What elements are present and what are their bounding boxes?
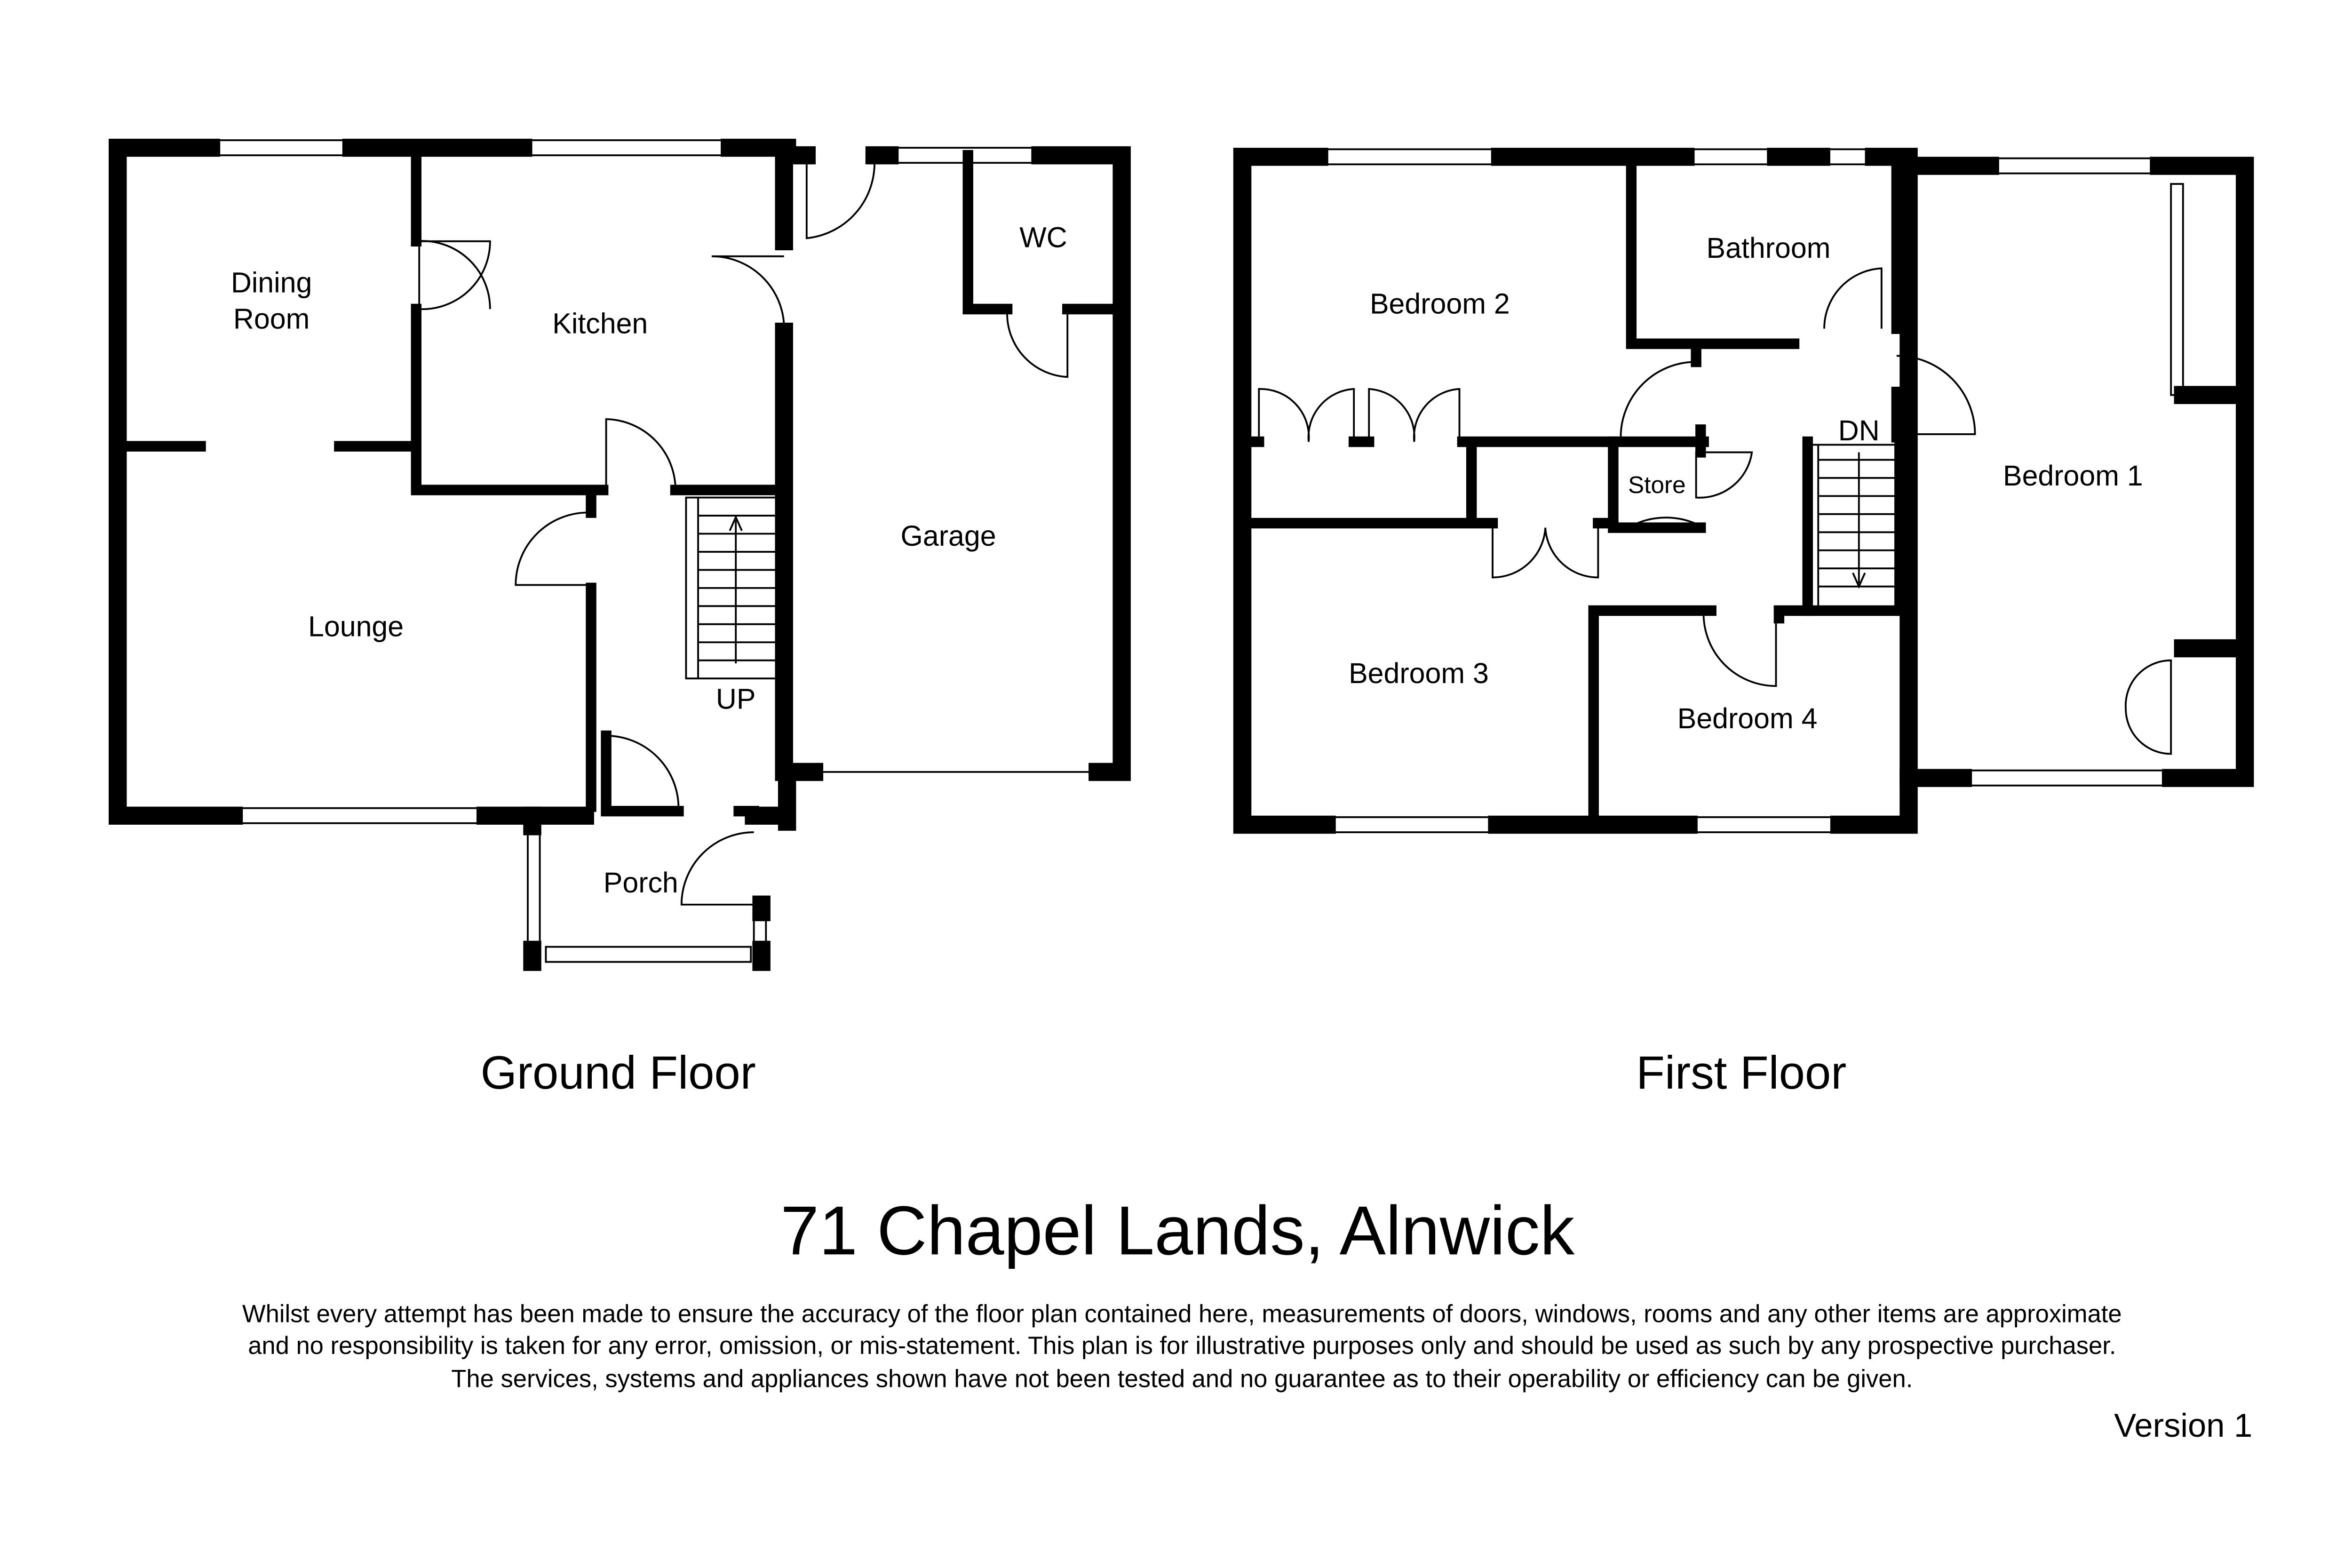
room-label-garage: Garage — [901, 520, 996, 552]
door — [605, 418, 676, 490]
room-label-bedroom-1: Bedroom 1 — [2003, 460, 2143, 492]
door — [515, 511, 591, 586]
room-label-porch: Porch — [604, 867, 678, 899]
window — [1685, 148, 1777, 166]
room-label-kitchen: Kitchen — [552, 307, 648, 339]
window — [1326, 816, 1498, 833]
room-label-bedroom-2: Bedroom 2 — [1370, 288, 1510, 320]
room-label-bedroom-3: Bedroom 3 — [1349, 657, 1489, 689]
room-label-bedroom-4: Bedroom 4 — [1677, 702, 1818, 734]
first-floor-plan: Bedroom 2 Bathroom Bedroom 1 Store DN Be… — [1233, 148, 2254, 834]
room-label-store: Store — [1628, 471, 1686, 498]
door — [606, 735, 680, 807]
disclaimer-line: The services, systems and appliances sho… — [451, 1365, 1913, 1393]
room-label-bathroom: Bathroom — [1707, 232, 1831, 264]
room-label-lounge: Lounge — [308, 610, 404, 642]
window — [1318, 148, 1501, 166]
room-label-dining: Room — [233, 303, 310, 335]
property-title: 71 Chapel Lands, Alnwick — [780, 1192, 1574, 1269]
window — [210, 139, 352, 157]
ground-floor-plan: Dining Room Kitchen Lounge Garage WC UP … — [108, 138, 1131, 971]
window — [527, 825, 541, 951]
first-floor-caption: First Floor — [1636, 1047, 1846, 1099]
window — [233, 807, 487, 824]
version-label: Version 1 — [2114, 1407, 2252, 1444]
ground-floor-caption: Ground Floor — [481, 1047, 756, 1099]
stairs-down — [1806, 444, 1901, 612]
room-label-wc: WC — [1019, 222, 1067, 254]
stairs-label-up: UP — [716, 683, 756, 715]
window — [2170, 183, 2184, 396]
window — [545, 946, 752, 963]
window — [1962, 769, 2172, 787]
door — [711, 255, 785, 332]
room-label-dining: Dining — [231, 267, 312, 299]
door — [680, 831, 754, 906]
door — [1006, 313, 1069, 378]
stairs-label-dn: DN — [1838, 414, 1880, 446]
stairs-up — [685, 496, 778, 680]
window — [1989, 157, 2160, 175]
disclaimer-line: and no responsibility is taken for any e… — [248, 1332, 2116, 1360]
disclaimer-line: Whilst every attempt has been made to en… — [242, 1300, 2122, 1328]
door — [805, 163, 875, 239]
window — [522, 139, 731, 157]
window — [1687, 816, 1841, 833]
